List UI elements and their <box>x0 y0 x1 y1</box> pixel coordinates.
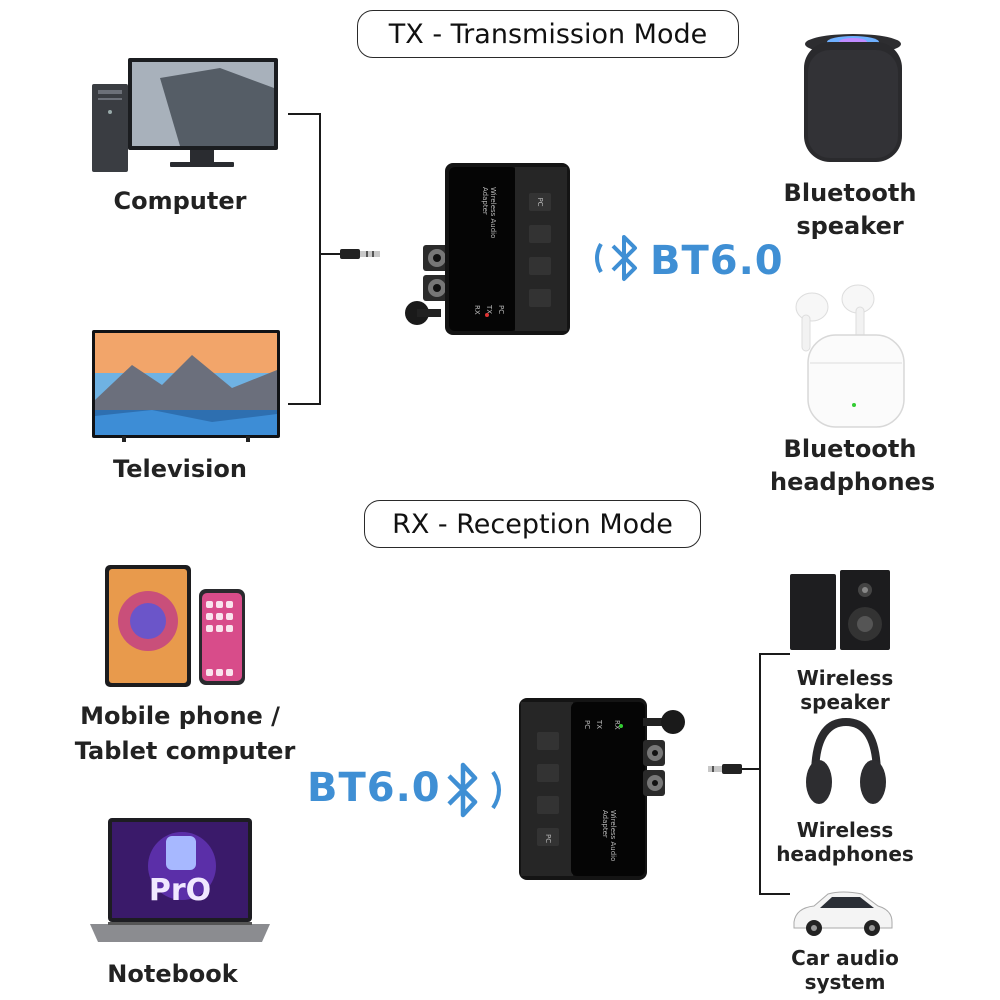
car-illustration <box>793 891 893 936</box>
television-label: Television <box>113 455 247 483</box>
wireless-speaker-label-line1: Wireless <box>796 666 894 690</box>
car-label-line2: system <box>804 970 886 994</box>
rx-adapter-name-line1: Wireless Audio <box>609 810 617 861</box>
mobile-label-line1: Mobile phone / <box>80 702 280 730</box>
wireless-headphones-label-line2: headphones <box>776 842 914 866</box>
bluetooth-speaker-illustration <box>804 34 902 162</box>
bluetooth-headphones-label-line1: Bluetooth <box>783 435 917 463</box>
bluetooth-speaker-label-line2: speaker <box>796 212 904 240</box>
wireless-headphones-label-line1: Wireless <box>796 818 894 842</box>
adapter-switch-pc: PC <box>497 305 505 314</box>
television-illustration <box>92 330 280 442</box>
bluetooth-icon <box>447 762 501 818</box>
notebook-label: Notebook <box>107 960 238 988</box>
adapter-switch-rx: RX <box>473 305 481 315</box>
rx-adapter-switch-tx: TX <box>595 719 603 729</box>
tx-adapter-device: PC Wireless Audio Adapter RX TX PC <box>405 163 570 335</box>
computer-illustration <box>92 58 278 172</box>
bluetooth-headphones-illustration <box>795 284 905 428</box>
mobile-tablet-illustration <box>105 565 245 687</box>
wireless-speaker-label-line2: speaker <box>800 690 890 714</box>
bluetooth-icon <box>595 235 637 281</box>
tx-bt-label: BT6.0 <box>650 238 784 284</box>
computer-label: Computer <box>113 187 247 215</box>
svg-text:PrO: PrO <box>149 873 211 908</box>
adapter-name-line1: Wireless Audio <box>489 187 497 238</box>
wireless-headphones-illustration <box>806 717 886 804</box>
car-label-line1: Car audio <box>791 946 899 970</box>
mobile-label-line2: Tablet computer <box>74 737 296 765</box>
rx-adapter-switch-rx: RX <box>613 720 621 730</box>
wireless-speaker-illustration <box>790 570 890 650</box>
rx-adapter-button-pc-label: PC <box>544 834 552 843</box>
rx-adapter-name-line2: Adapter <box>601 810 609 838</box>
adapter-switch-tx: TX <box>485 304 493 314</box>
bluetooth-speaker-label-line1: Bluetooth <box>783 179 917 207</box>
rx-mode-title: RX - Reception Mode <box>364 500 701 548</box>
adapter-button-pc-label: PC <box>536 197 544 206</box>
rx-adapter-device: PC Wireless Audio Adapter PC TX RX <box>519 698 685 880</box>
adapter-name-line2: Adapter <box>481 187 489 215</box>
bluetooth-headphones-label-line2: headphones <box>770 468 936 496</box>
notebook-illustration: PrO <box>90 818 270 942</box>
rx-adapter-switch-pc: PC <box>583 720 591 729</box>
tx-mode-title: TX - Transmission Mode <box>357 10 739 58</box>
rx-bt-label: BT6.0 <box>307 765 441 811</box>
